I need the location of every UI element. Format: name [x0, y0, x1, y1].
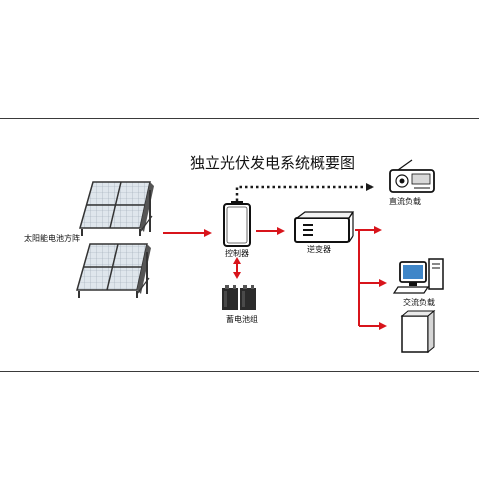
- solar-panel-icon: [76, 243, 151, 298]
- computer-icon: [392, 258, 444, 294]
- diagram-title: 独立光伏发电系统概要图: [190, 154, 356, 172]
- arrow-controller-battery: [233, 257, 241, 279]
- inverter-icon: [294, 211, 355, 243]
- appliance-icon: [400, 309, 436, 354]
- dc-load-label: 直流负载: [389, 197, 421, 206]
- solar-panel-icon: [79, 181, 154, 236]
- radio-icon: [389, 159, 435, 193]
- arrow-controller-to-dc-load: [235, 183, 374, 201]
- inverter-label: 逆变器: [307, 245, 331, 254]
- battery-icon: [222, 285, 256, 310]
- controller-label: 控制器: [225, 249, 249, 258]
- diagram-frame: [0, 118, 479, 372]
- controller-icon: [223, 201, 251, 247]
- battery-label: 蓄电池组: [226, 315, 258, 324]
- ac-load-label: 交流负载: [403, 298, 435, 307]
- solar-array-label: 太阳能电池方阵: [24, 234, 80, 243]
- arrow-inverter-to-loads: [355, 226, 387, 330]
